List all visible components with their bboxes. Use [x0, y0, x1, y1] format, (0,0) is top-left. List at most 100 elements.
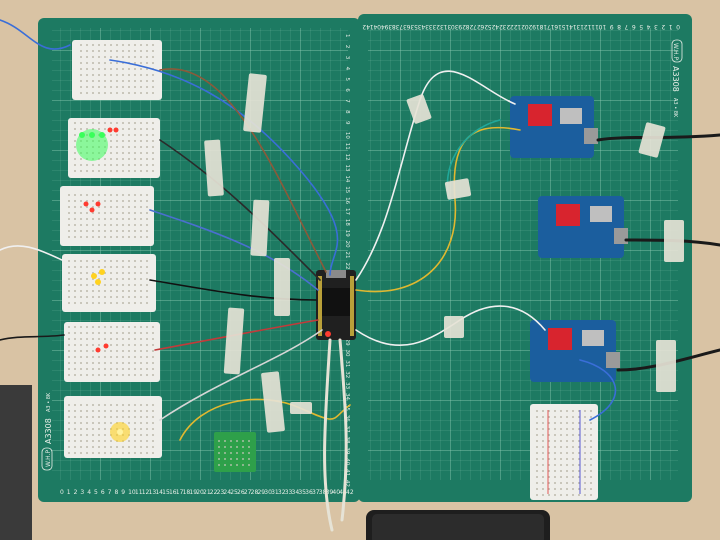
mat-ruler-number: 10 — [344, 132, 350, 139]
mat-ruler-number: 12 — [344, 154, 350, 161]
mat-ruler-number: 21 — [517, 23, 525, 30]
mat-ruler-number: 8 — [617, 23, 621, 30]
mat-ruler-number: 13 — [344, 165, 350, 172]
phone — [366, 510, 550, 540]
arduino-board-1 — [510, 96, 598, 158]
mat-ruler-number: 1 — [669, 23, 673, 30]
mat-ruler-number: 4 — [87, 489, 91, 496]
mat-ruler-number: 15 — [344, 186, 350, 193]
mat-ruler-number: 25 — [230, 489, 238, 496]
mat-ruler-number: 40 — [377, 23, 385, 30]
mat-ruler-number: 29 — [257, 489, 265, 496]
mat-ruler-number: 17 — [344, 208, 350, 215]
breadboard-3 — [60, 186, 154, 246]
mat-ruler-number: 38 — [319, 489, 327, 496]
breadboard-2 — [68, 118, 160, 178]
mat-ruler-number: 32 — [278, 489, 286, 496]
mat-ruler-number: 16 — [169, 489, 177, 496]
breadboard-4 — [62, 254, 156, 312]
mat-ruler-number: 6 — [344, 88, 350, 92]
mat-ruler-number: 1 — [344, 34, 350, 38]
mat-ruler-number: 18 — [344, 219, 350, 226]
mat-ruler-number: 30 — [264, 489, 272, 496]
mat-ruler-number: 20 — [344, 241, 350, 248]
mat-ruler-number: 22 — [344, 262, 350, 269]
mat-ruler-number: 3 — [344, 56, 350, 60]
mat-ruler-number: 27 — [244, 489, 252, 496]
mat-ruler-number: 36 — [305, 489, 313, 496]
mat-ruler-number: 22 — [510, 23, 518, 30]
mat-ruler-number: 11 — [591, 23, 599, 30]
mat-ruler-number: 5 — [639, 23, 643, 30]
mat-ruler-number: 27 — [473, 23, 481, 30]
mat-ruler-number: 15 — [561, 23, 569, 30]
mat-ruler-number: 7 — [344, 99, 350, 103]
arduino-board-2 — [538, 196, 628, 258]
mat-ruler-number: 21 — [203, 489, 211, 496]
mat-ruler-number: 19 — [344, 230, 350, 237]
mat-ruler-number: 0 — [60, 489, 64, 496]
mat-ruler-number: 39 — [384, 23, 392, 30]
left-dark-object — [0, 385, 32, 540]
mat-ruler-number: 17 — [176, 489, 184, 496]
mat-ruler-number: 32 — [436, 23, 444, 30]
mat-ruler-number: 7 — [624, 23, 628, 30]
mat-ruler-number: 13 — [149, 489, 157, 496]
mat-ruler-number: 24 — [223, 489, 231, 496]
mat-ruler-number: 37 — [312, 489, 320, 496]
mat-ruler-number: 0 — [676, 23, 680, 30]
mat-ruler-number: 9 — [610, 23, 614, 30]
mat-ruler-number: 9 — [344, 121, 350, 125]
mat-ruler-number: 31 — [344, 360, 350, 367]
breadboard-5 — [64, 322, 160, 382]
mat-ruler-number: 2 — [344, 45, 350, 49]
mat-ruler-number: 6 — [632, 23, 636, 30]
mat-ruler-number: 26 — [480, 23, 488, 30]
mat-ruler-number: 11 — [135, 489, 143, 496]
mat-ruler-number: 29 — [344, 339, 350, 346]
mat-ruler-number: 6 — [101, 489, 105, 496]
mat-ruler-number: 9 — [121, 489, 125, 496]
mat-ruler-number: 36 — [406, 23, 414, 30]
mat-ruler-number: 25 — [488, 23, 496, 30]
svg-text:A3 • 8K: A3 • 8K — [46, 392, 52, 412]
mat-ruler-number: 16 — [344, 197, 350, 204]
mat-ruler-number: 40 — [332, 489, 340, 496]
mat-ruler-number: 24 — [495, 23, 503, 30]
svg-text:A3 • 8K: A3 • 8K — [672, 98, 678, 118]
mat-ruler-number: 33 — [429, 23, 437, 30]
mini-breadboard-green — [214, 432, 256, 472]
mat-ruler-number: 34 — [292, 489, 300, 496]
mat-ruler-number: 12 — [584, 23, 592, 30]
mat-ruler-number: 15 — [162, 489, 170, 496]
mat-ruler-number: 8 — [114, 489, 118, 496]
breadboard-right — [530, 404, 598, 500]
mat-ruler-number: 34 — [421, 23, 429, 30]
mat-ruler-number: 28 — [466, 23, 474, 30]
mat-ruler-number: 5 — [344, 78, 350, 82]
mat-ruler-number: 30 — [451, 23, 459, 30]
mat-ruler-number: 8 — [344, 110, 350, 114]
mat-ruler-number: 4 — [344, 67, 350, 71]
mat-ruler-number: 42 — [362, 23, 370, 30]
mat-ruler-number: 16 — [554, 23, 562, 30]
mat-ruler-number: 7 — [108, 489, 112, 496]
mat-ruler-number: 33 — [285, 489, 293, 496]
mat-ruler-number: 38 — [392, 23, 400, 30]
mat-ruler-number: 42 — [346, 489, 354, 496]
svg-text:W.H.P: W.H.P — [45, 450, 52, 467]
arduino-board-3 — [530, 320, 620, 382]
svg-text:A3308: A3308 — [44, 418, 53, 444]
mat-ruler-number: 14 — [344, 175, 350, 182]
mat-ruler-number: 28 — [251, 489, 259, 496]
mat-ruler-number: 4 — [646, 23, 650, 30]
cutting-mat-right — [358, 14, 692, 502]
mat-ruler-number: 18 — [539, 23, 547, 30]
mat-ruler-number: 32 — [344, 371, 350, 378]
mat-ruler-number: 5 — [94, 489, 98, 496]
mat-ruler-number: 23 — [217, 489, 225, 496]
mat-ruler-number: 21 — [344, 252, 350, 259]
mat-ruler-number: 17 — [547, 23, 555, 30]
mat-ruler-number: 19 — [532, 23, 540, 30]
